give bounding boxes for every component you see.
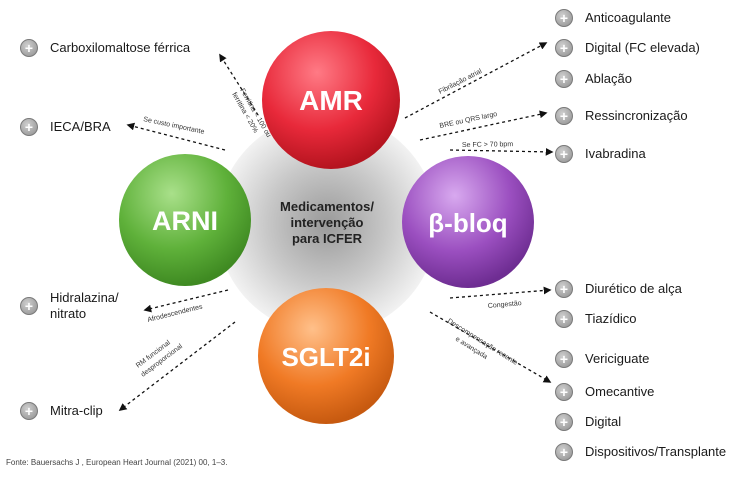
arrow-ivabradina [449, 147, 554, 156]
item-label: Mitra-clip [50, 403, 103, 418]
item-ablacao: + Ablação [555, 70, 632, 88]
circle-bbloq-label: β-bloq [428, 208, 507, 238]
center-line-2: intervenção [291, 215, 364, 230]
annotation-bre: BRE ou QRS largo [439, 111, 498, 130]
item-label: Ivabradina [585, 146, 646, 161]
annotation-congestao: Congestão [488, 300, 522, 310]
arrow-mitraclip [118, 321, 236, 411]
plus-icon: + [20, 402, 38, 420]
item-label: Digital (FC elevada) [585, 40, 700, 55]
item-vericiguate: + Vericiguate [555, 350, 649, 368]
circle-sglt2i [258, 288, 394, 424]
item-label: Vericiguate [585, 351, 650, 366]
item-digital: + Digital [555, 413, 621, 431]
item-label: Omecantive [585, 384, 655, 399]
center-line-3: para ICFER [292, 231, 363, 246]
item-label: Hidralazina/ nitrato [50, 290, 119, 322]
plus-icon: + [555, 443, 573, 461]
item-anticoagulante: + Anticoagulante [555, 9, 671, 27]
item-label: Carboxilomaltose férrica [50, 40, 191, 55]
item-diuretico: + Diurético de alça [555, 280, 682, 298]
item-label: IECA/BRA [50, 119, 111, 134]
item-tiazidico: + Tiazídico [555, 310, 637, 328]
item-label: Anticoagulante [585, 10, 672, 25]
plus-icon: + [555, 145, 573, 163]
arrow-ieca [126, 122, 226, 151]
arrow-hidralazina [143, 289, 229, 313]
annotation-fibrilacao: Fibrilação atrial [438, 68, 484, 96]
circle-sglt2i-label: SGLT2i [281, 342, 370, 372]
plus-icon: + [20, 118, 38, 136]
item-mitra-clip: + Mitra-clip [20, 402, 103, 420]
item-label: Dispositivos/Transplante [585, 444, 727, 459]
plus-icon: + [555, 107, 573, 125]
item-ressincronizacao: + Ressincronização [555, 107, 688, 125]
plus-icon: + [555, 383, 573, 401]
plus-icon: + [20, 39, 38, 57]
item-label-line-2: nitrato [50, 306, 87, 321]
arrow-diuretico [449, 286, 552, 299]
item-label: Ressincronização [585, 108, 688, 123]
circle-amr [262, 31, 400, 169]
arrow-digital-fc [404, 42, 548, 119]
item-omecantive: + Omecantive [555, 383, 654, 401]
item-dispositivos-transplante: + Dispositivos/Transplante [555, 443, 726, 461]
source-citation: Fonte: Bauersachs J , European Heart Jou… [6, 458, 228, 467]
circle-arni [119, 154, 251, 286]
center-hub [217, 114, 437, 334]
plus-icon: + [555, 9, 573, 27]
circle-amr-label: AMR [299, 85, 363, 116]
annotation-se-fc: Se FC > 70 bpm [462, 141, 513, 149]
item-hidralazina: + Hidralazina/ nitrato [20, 290, 119, 322]
item-label: Ablação [585, 71, 632, 86]
plus-icon: + [555, 280, 573, 298]
item-carboxilomaltose: + Carboxilomaltose férrica [20, 39, 190, 57]
item-ivabradina: + Ivabradina [555, 145, 646, 163]
connector-arrows [118, 42, 554, 411]
plus-icon: + [555, 350, 573, 368]
circle-bbloq [402, 156, 534, 288]
item-label: Digital [585, 414, 622, 429]
item-label-line-1: Hidralazina/ [50, 290, 119, 305]
annotation-se-custo: Se custo importante [143, 116, 205, 136]
plus-icon: + [555, 413, 573, 431]
item-label: Diurético de alça [585, 281, 682, 296]
center-line-1: Medicamentos/ [280, 199, 374, 214]
arrow-vericiguate [429, 311, 552, 383]
plus-icon: + [555, 39, 573, 57]
item-digital-fc: + Digital (FC elevada) [555, 39, 700, 57]
plus-icon: + [555, 310, 573, 328]
annotation-afrodescendentes: Afrodescendentes [147, 303, 204, 324]
plus-icon: + [555, 70, 573, 88]
plus-icon: + [20, 297, 38, 315]
item-label: Tiazídico [585, 311, 637, 326]
circle-arni-label: ARNI [152, 206, 218, 236]
item-ieca-bra: + IECA/BRA [20, 118, 111, 136]
